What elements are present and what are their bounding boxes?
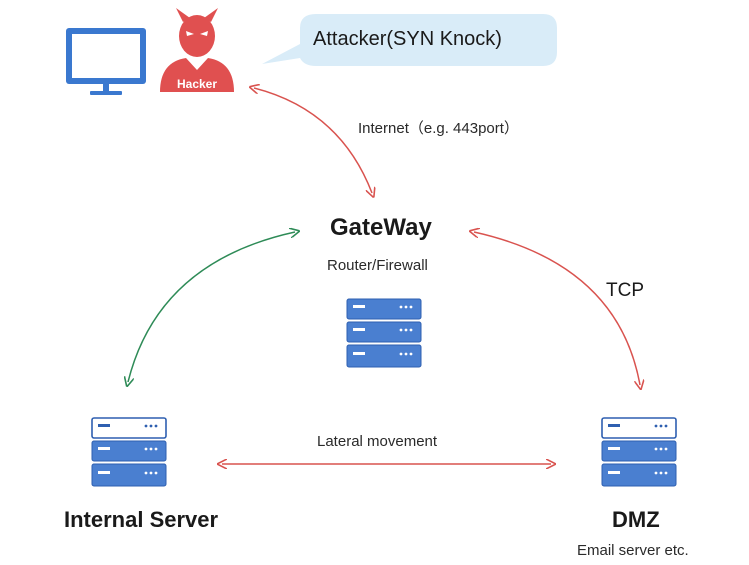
gateway-subtitle: Router/Firewall bbox=[327, 257, 428, 274]
internet-label: Internet（e.g. 443port） bbox=[358, 120, 519, 137]
internal-server-title: Internal Server bbox=[64, 507, 219, 532]
gateway-title: GateWay bbox=[330, 214, 432, 241]
dmz-title: DMZ bbox=[612, 507, 660, 532]
internet-arrow bbox=[254, 88, 372, 193]
hacker-badge-label: Hacker bbox=[176, 77, 218, 91]
lateral-movement-label: Lateral movement bbox=[317, 433, 438, 450]
tcp-arrow bbox=[474, 232, 640, 385]
attacker-bubble-text: Attacker(SYN Knock) bbox=[313, 28, 502, 50]
tcp-label: TCP bbox=[606, 280, 644, 301]
internal-link-arrow bbox=[128, 232, 295, 382]
dmz-subtitle: Email server etc. bbox=[577, 542, 689, 559]
